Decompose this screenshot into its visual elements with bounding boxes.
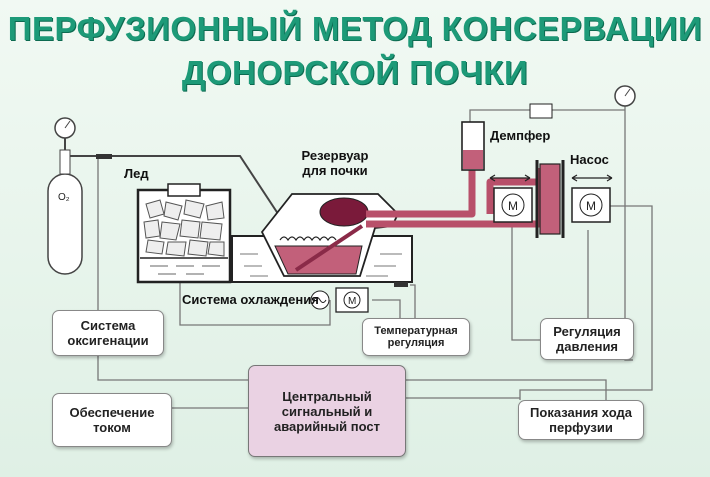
motor-cooling-label: M [348,296,356,307]
o2-label: O₂ [58,192,70,203]
kidney-reservoir [260,193,400,277]
central-post-box: Центральный сигнальный и аварийный пост [248,365,406,457]
perfusion-box: Показания хода перфузии [518,400,644,440]
reservoir-label-line1: Резервуар [301,148,369,163]
arrow-left-icon [489,174,531,182]
wire-reservoir-temp [410,284,416,318]
temperature-box: Температурная регуляция [362,318,470,356]
wire-damper-top [469,109,625,122]
cooling-motor [310,287,369,313]
motor-left-label: M [508,199,518,213]
pump-label: Насос [570,152,609,167]
oxygenation-box: Система оксигенации [52,310,164,356]
reservoir-label: Резервуар для почки [290,148,380,178]
damper-label: Демпфер [490,128,551,143]
damper [461,103,553,171]
title-line-2: ДОНОРСКОЙ ПОЧКИ [181,54,529,91]
ice-label: Лед [124,166,149,181]
power-box: Обеспечение током [52,393,172,447]
motor-left-icon [501,193,525,217]
wire-temperature [372,299,401,318]
wire-pump-to-perfusion [519,205,653,400]
cooling-label: Система охлаждения [182,292,319,307]
kidney-icon [319,197,369,227]
o2-tube [70,155,291,233]
title-line-1: ПЕРФУЗИОННЫЙ МЕТОД КОНСЕРВАЦИИ [7,10,703,47]
pressure-gauge [614,85,636,107]
ice-container [136,183,232,284]
wire-motor1-pressure [511,224,540,341]
pressure-box: Регуляция давления [540,318,634,360]
o2-cylinder [47,117,291,275]
arrow-right-icon [571,174,613,182]
motor-right-label: M [586,199,596,213]
motor-right-icon [579,193,603,217]
motor-cooling-icon [343,291,361,309]
reservoir-label-line2: для почки [302,163,368,178]
wire-gauge-right [624,104,633,361]
pump [489,160,613,238]
